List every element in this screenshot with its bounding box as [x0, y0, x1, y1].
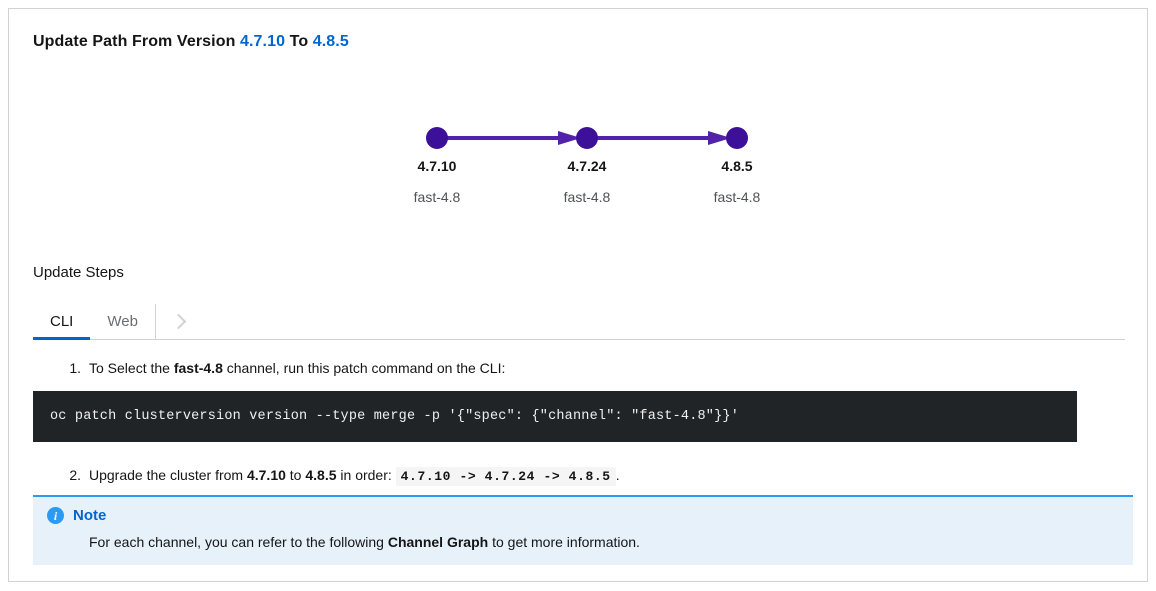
step-text-middle: to — [289, 467, 302, 483]
step-body: To Select the fast-4.8 channel, run this… — [89, 357, 1135, 379]
page-title-to-version: 4.8.5 — [312, 33, 349, 50]
tab-cli[interactable]: CLI — [33, 304, 91, 340]
graph-node-label: 4.8.5 fast-4.8 — [657, 157, 817, 206]
graph-node-labels: 4.7.10 fast-4.8 4.7.24 fast-4.8 4.8.5 fa… — [9, 109, 1147, 219]
step-text-before: To Select the — [89, 360, 170, 376]
tab-divider — [154, 304, 156, 339]
note-link-text: Channel Graph — [387, 534, 489, 550]
page-title: Update Path From Version 4.7.10 To 4.8.5 — [33, 33, 349, 51]
graph-node-circle[interactable] — [576, 127, 598, 149]
graph-node-label: 4.7.10 fast-4.8 — [357, 157, 517, 206]
graph-node-version: 4.7.24 — [567, 158, 607, 174]
update-order-inline-code: 4.7.10 -> 4.7.24 -> 4.8.5 — [395, 467, 616, 486]
update-path-graph-svg — [426, 127, 748, 149]
update-step-1: 1. To Select the fast-4.8 channel, run t… — [33, 357, 1135, 442]
graph-node-version: 4.7.10 — [417, 158, 457, 174]
graph-node-circle[interactable] — [726, 127, 748, 149]
info-circle-icon: i — [47, 507, 64, 524]
graph-nodes — [426, 127, 748, 149]
note-body-after: to get more information. — [492, 534, 640, 550]
step-number: 2. — [69, 467, 81, 483]
update-step-2: 2. Upgrade the cluster from 4.7.10 to 4.… — [65, 464, 1135, 488]
note-header: i Note — [47, 507, 1117, 524]
graph-node-channel: fast-4.8 — [563, 189, 611, 205]
chevron-right-icon — [171, 313, 187, 330]
patch-command-text: oc patch clusterversion version --type m… — [50, 408, 740, 424]
step-text-before: Upgrade the cluster from — [89, 467, 244, 483]
tab-scroll-right-button[interactable] — [156, 304, 202, 339]
page-title-from-version: 4.7.10 — [240, 33, 286, 50]
step-number: 1. — [69, 360, 81, 376]
graph-node-label: 4.7.24 fast-4.8 — [507, 157, 667, 206]
arrowhead-icon — [708, 131, 731, 145]
note-alert: i Note For each channel, you can refer t… — [33, 495, 1133, 565]
update-steps-list: 1. To Select the fast-4.8 channel, run t… — [33, 357, 1135, 488]
graph-edges — [437, 131, 731, 145]
update-steps-tabbar: CLI Web — [33, 304, 1125, 340]
page-title-connector: To — [289, 33, 309, 50]
step-channel-name: fast-4.8 — [173, 360, 223, 376]
step-text-after: channel, run this patch command on the C… — [226, 360, 506, 376]
graph-node-channel: fast-4.8 — [713, 189, 761, 205]
update-path-card: Update Path From Version 4.7.10 To 4.8.5… — [8, 8, 1148, 582]
step-to-version: 4.8.5 — [305, 467, 337, 483]
note-body-before: For each channel, you can refer to the f… — [89, 534, 384, 550]
step-text-after: in order: — [340, 467, 392, 483]
note-title: Note — [73, 507, 107, 524]
update-steps-heading: Update Steps — [33, 264, 124, 281]
arrowhead-icon — [558, 131, 581, 145]
graph-node-channel: fast-4.8 — [413, 189, 461, 205]
graph-node-circle[interactable] — [426, 127, 448, 149]
step-body: Upgrade the cluster from 4.7.10 to 4.8.5… — [89, 464, 1135, 488]
tab-web[interactable]: Web — [90, 304, 155, 339]
patch-command-code-block[interactable]: oc patch clusterversion version --type m… — [33, 391, 1077, 442]
note-body: For each channel, you can refer to the f… — [89, 532, 1117, 552]
page-title-prefix: Update Path From Version — [33, 33, 236, 50]
update-path-graph: 4.7.10 fast-4.8 4.7.24 fast-4.8 4.8.5 fa… — [9, 109, 1147, 219]
step-text-end: . — [615, 467, 620, 483]
graph-node-version: 4.8.5 — [721, 158, 753, 174]
step-from-version: 4.7.10 — [246, 467, 286, 483]
